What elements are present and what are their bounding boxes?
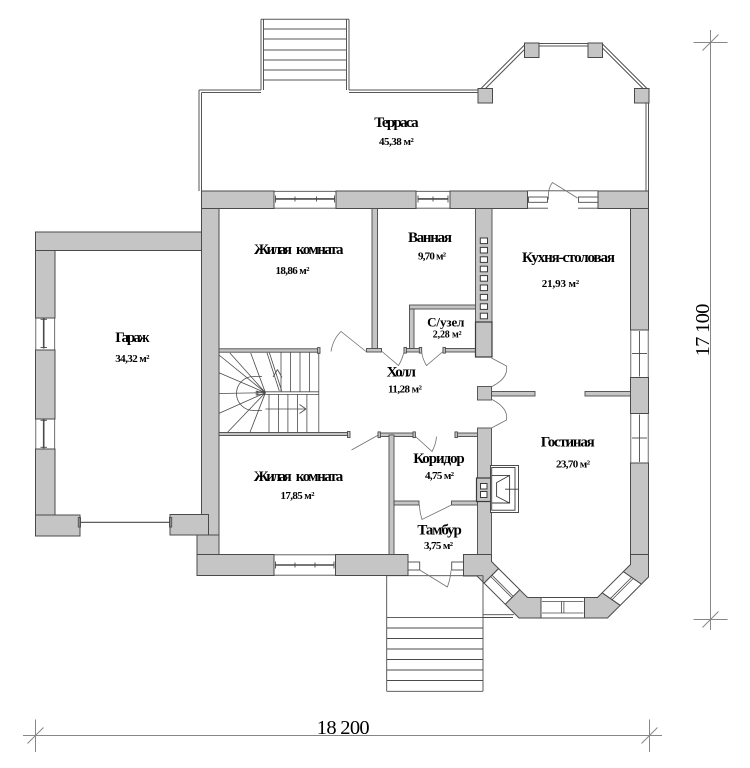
- svg-text:Терраса: Терраса: [374, 115, 419, 131]
- svg-text:Гараж: Гараж: [115, 330, 149, 346]
- svg-text:4,75 м²: 4,75 м²: [425, 470, 455, 482]
- svg-text:18,86 м²: 18,86 м²: [276, 265, 311, 277]
- svg-text:21,93 м²: 21,93 м²: [542, 278, 580, 290]
- svg-text:комната: комната: [296, 242, 344, 258]
- svg-text:Холл: Холл: [387, 365, 417, 381]
- svg-text:Коридор: Коридор: [413, 451, 465, 467]
- svg-text:11,28 м²: 11,28 м²: [388, 384, 423, 396]
- svg-text:45,38 м²: 45,38 м²: [379, 136, 414, 148]
- svg-text:3,75 м²: 3,75 м²: [424, 540, 454, 552]
- svg-text:2,28 м²: 2,28 м²: [433, 330, 462, 341]
- svg-text:С/узел: С/узел: [427, 315, 464, 330]
- svg-text:Гостиная: Гостиная: [541, 434, 595, 450]
- svg-text:9,70 м²: 9,70 м²: [418, 251, 447, 263]
- svg-text:17,85 м²: 17,85 м²: [281, 490, 316, 502]
- svg-text:23,70 м²: 23,70 м²: [556, 459, 591, 471]
- svg-text:Ванная: Ванная: [408, 230, 452, 246]
- svg-text:комната: комната: [296, 469, 344, 485]
- svg-text:34,32 м²: 34,32 м²: [115, 353, 150, 365]
- svg-text:Тамбур: Тамбур: [417, 523, 462, 539]
- svg-text:Кухня-столовая: Кухня-столовая: [522, 250, 615, 266]
- svg-text:17 100: 17 100: [692, 304, 714, 357]
- svg-text:18 200: 18 200: [317, 717, 370, 739]
- svg-text:Жилая: Жилая: [254, 242, 292, 258]
- svg-text:Жилая: Жилая: [254, 469, 292, 485]
